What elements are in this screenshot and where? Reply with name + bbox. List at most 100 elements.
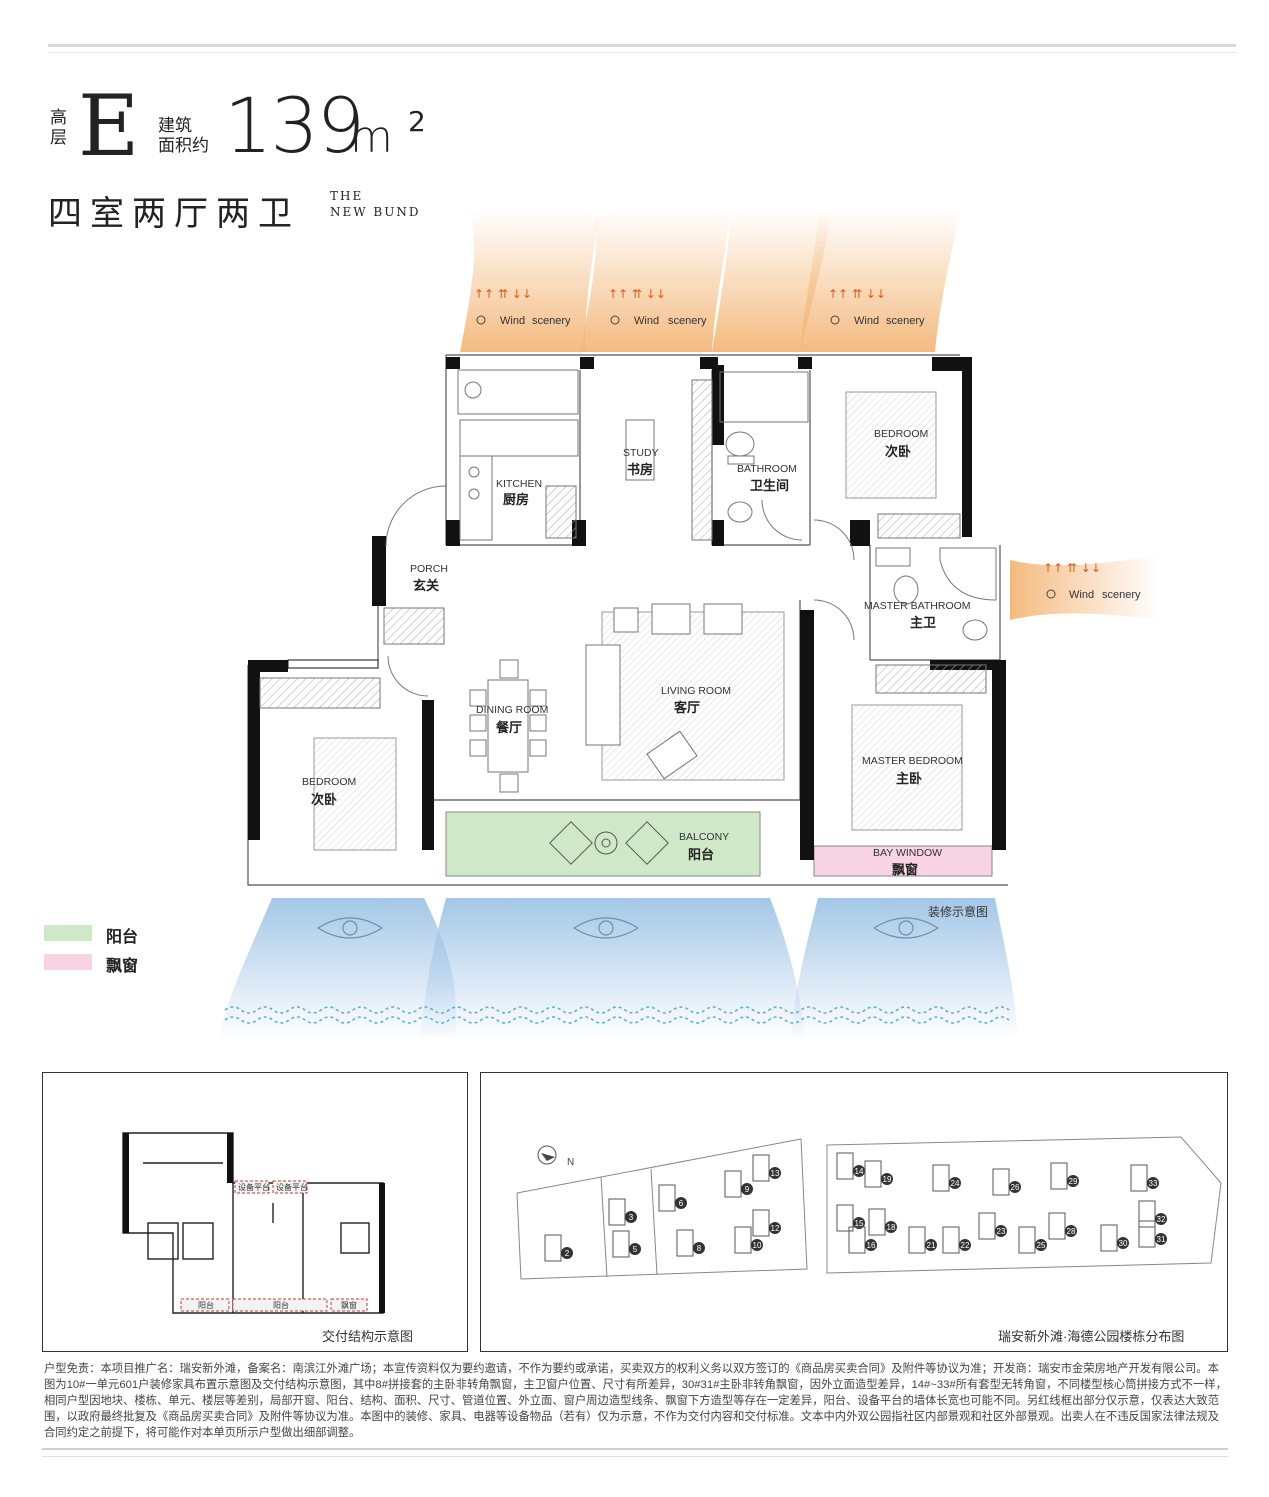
svg-text:22: 22 xyxy=(961,1241,970,1250)
svg-text:32: 32 xyxy=(1157,1215,1166,1224)
svg-text:9: 9 xyxy=(745,1185,750,1194)
building-5: 5 xyxy=(612,1230,641,1258)
floor-plan: ↑↑ ⇈ ↓↓ Wind scenery ↑↑ ⇈ ↓↓ Wind scener… xyxy=(218,210,1160,1040)
svg-text:↑↑ ⇈ ↓↓: ↑↑ ⇈ ↓↓ xyxy=(474,287,532,301)
legend-swatch-balcony xyxy=(44,925,92,941)
svg-text:28: 28 xyxy=(1067,1227,1076,1236)
area-superscript: 2 xyxy=(408,105,426,138)
bottom-rule-thin xyxy=(42,1456,1228,1457)
building-26: 26 xyxy=(992,1168,1021,1196)
building-8: 8 xyxy=(676,1229,705,1257)
building-2: 2 xyxy=(544,1234,573,1262)
building-29: 29 xyxy=(1050,1162,1079,1190)
top-rule xyxy=(48,44,1236,47)
top-rule-thin xyxy=(48,52,1236,53)
wind-label-2: Wind xyxy=(634,315,659,327)
svg-text:19: 19 xyxy=(883,1175,892,1184)
eye-icons xyxy=(316,917,940,939)
kitchen-label-en: KITCHEN xyxy=(496,478,542,490)
svg-text:24: 24 xyxy=(951,1179,960,1188)
shoe-cabinet xyxy=(383,607,445,645)
area-label-line2: 面积约 xyxy=(158,136,209,155)
building-32: 32 xyxy=(1138,1200,1167,1228)
svg-text:12: 12 xyxy=(771,1224,780,1233)
bathroom-label-cn: 卫生间 xyxy=(750,478,789,494)
building-15: 15 xyxy=(836,1204,865,1232)
svg-text:↑↑ ⇈ ↓↓: ↑↑ ⇈ ↓↓ xyxy=(608,287,666,301)
wind-fans-top xyxy=(460,210,960,352)
compass-label: N xyxy=(567,1157,574,1168)
kitchen-fixtures xyxy=(457,369,579,541)
bedroom-w-label-en: BEDROOM xyxy=(302,776,356,788)
wardrobe-ne xyxy=(877,513,961,539)
building-6: 6 xyxy=(658,1184,687,1212)
svg-text:13: 13 xyxy=(771,1169,780,1178)
sofa xyxy=(585,603,743,780)
scenery-label-3: scenery xyxy=(886,315,925,327)
eye-icon xyxy=(572,917,640,939)
site-caption: 瑞安新外滩·海德公园楼栋分布图 xyxy=(998,1329,1185,1344)
svg-text:↑↑ ⇈ ↓↓: ↑↑ ⇈ ↓↓ xyxy=(828,287,886,301)
disclaimer-text: 户型免责：本项目推广名：瑞安新外滩，备案名：南滨江外滩广场；本宣传资料仅为要约邀… xyxy=(44,1363,1227,1439)
building-25: 25 xyxy=(1018,1226,1047,1254)
bedroom-ne-label-en: BEDROOM xyxy=(874,428,928,440)
wind-indicator-3: ↑↑ ⇈ ↓↓ Wind scenery xyxy=(828,287,925,327)
svg-text:25: 25 xyxy=(1037,1241,1046,1250)
wardrobe-master xyxy=(875,664,987,694)
svg-text:14: 14 xyxy=(855,1167,864,1176)
wind-indicator-2: ↑↑ ⇈ ↓↓ Wind scenery xyxy=(608,287,707,327)
building-28: 28 xyxy=(1048,1212,1077,1240)
porch-label-en: PORCH xyxy=(410,563,448,575)
svg-text:2: 2 xyxy=(565,1249,570,1258)
compass-icon: N xyxy=(537,1145,574,1168)
svg-text:5: 5 xyxy=(633,1245,638,1254)
svg-text:8: 8 xyxy=(697,1244,702,1253)
area-label-line1: 建筑 xyxy=(158,116,192,135)
bay-label-en: BAY WINDOW xyxy=(873,847,942,859)
building-3: 3 xyxy=(608,1198,637,1226)
building-22: 22 xyxy=(942,1226,971,1254)
building-18: 18 xyxy=(868,1208,897,1236)
building-30: 30 xyxy=(1100,1224,1129,1252)
building-12: 12 xyxy=(752,1209,781,1237)
bed-master xyxy=(851,704,963,831)
building-16: 16 xyxy=(848,1226,877,1254)
legend-label-balcony: 阳台 xyxy=(106,929,139,946)
svg-text:29: 29 xyxy=(1069,1177,1078,1186)
structure-label-balcony-1: 阳台 xyxy=(198,1300,214,1310)
building-23: 23 xyxy=(978,1212,1007,1240)
building-21: 21 xyxy=(908,1226,937,1254)
study-shelf xyxy=(691,379,713,541)
study-desk xyxy=(625,419,655,481)
bed-ne xyxy=(845,391,937,499)
wind-indicator-1: ↑↑ ⇈ ↓↓ Wind scenery xyxy=(474,287,571,327)
structure-label-platform-2: 设备平台 xyxy=(276,1182,308,1192)
water-waves xyxy=(224,1006,1010,1024)
balcony-area xyxy=(445,811,761,877)
bed-west xyxy=(313,737,397,851)
floor-type-line2: 层 xyxy=(50,128,67,147)
scenery-label-2: scenery xyxy=(668,315,707,327)
bedroom-w-label-cn: 次卧 xyxy=(311,792,337,808)
building-10: 10 xyxy=(734,1226,763,1254)
structure-label-balcony-2: 阳台 xyxy=(273,1300,289,1310)
bottom-rule xyxy=(42,1448,1228,1450)
sun-icon xyxy=(1046,589,1056,599)
wardrobe-west xyxy=(259,677,381,709)
scenery-label-4: scenery xyxy=(1102,589,1141,601)
legend-label-bay: 飘窗 xyxy=(106,958,139,975)
sun-icon xyxy=(830,315,840,325)
floor-type-label: 高 层 xyxy=(50,108,67,148)
bathroom-fixtures xyxy=(719,371,997,641)
sun-icon xyxy=(476,315,486,325)
svg-text:31: 31 xyxy=(1157,1235,1166,1244)
door-swings xyxy=(385,485,855,697)
building-13: 13 xyxy=(752,1154,781,1182)
brand-logo-text: THE NEW BUND xyxy=(330,188,420,220)
sun-icon xyxy=(610,315,620,325)
structure-caption: 交付结构示意图 xyxy=(322,1329,414,1344)
wind-fan-right xyxy=(1010,556,1160,620)
svg-text:3: 3 xyxy=(629,1213,634,1222)
